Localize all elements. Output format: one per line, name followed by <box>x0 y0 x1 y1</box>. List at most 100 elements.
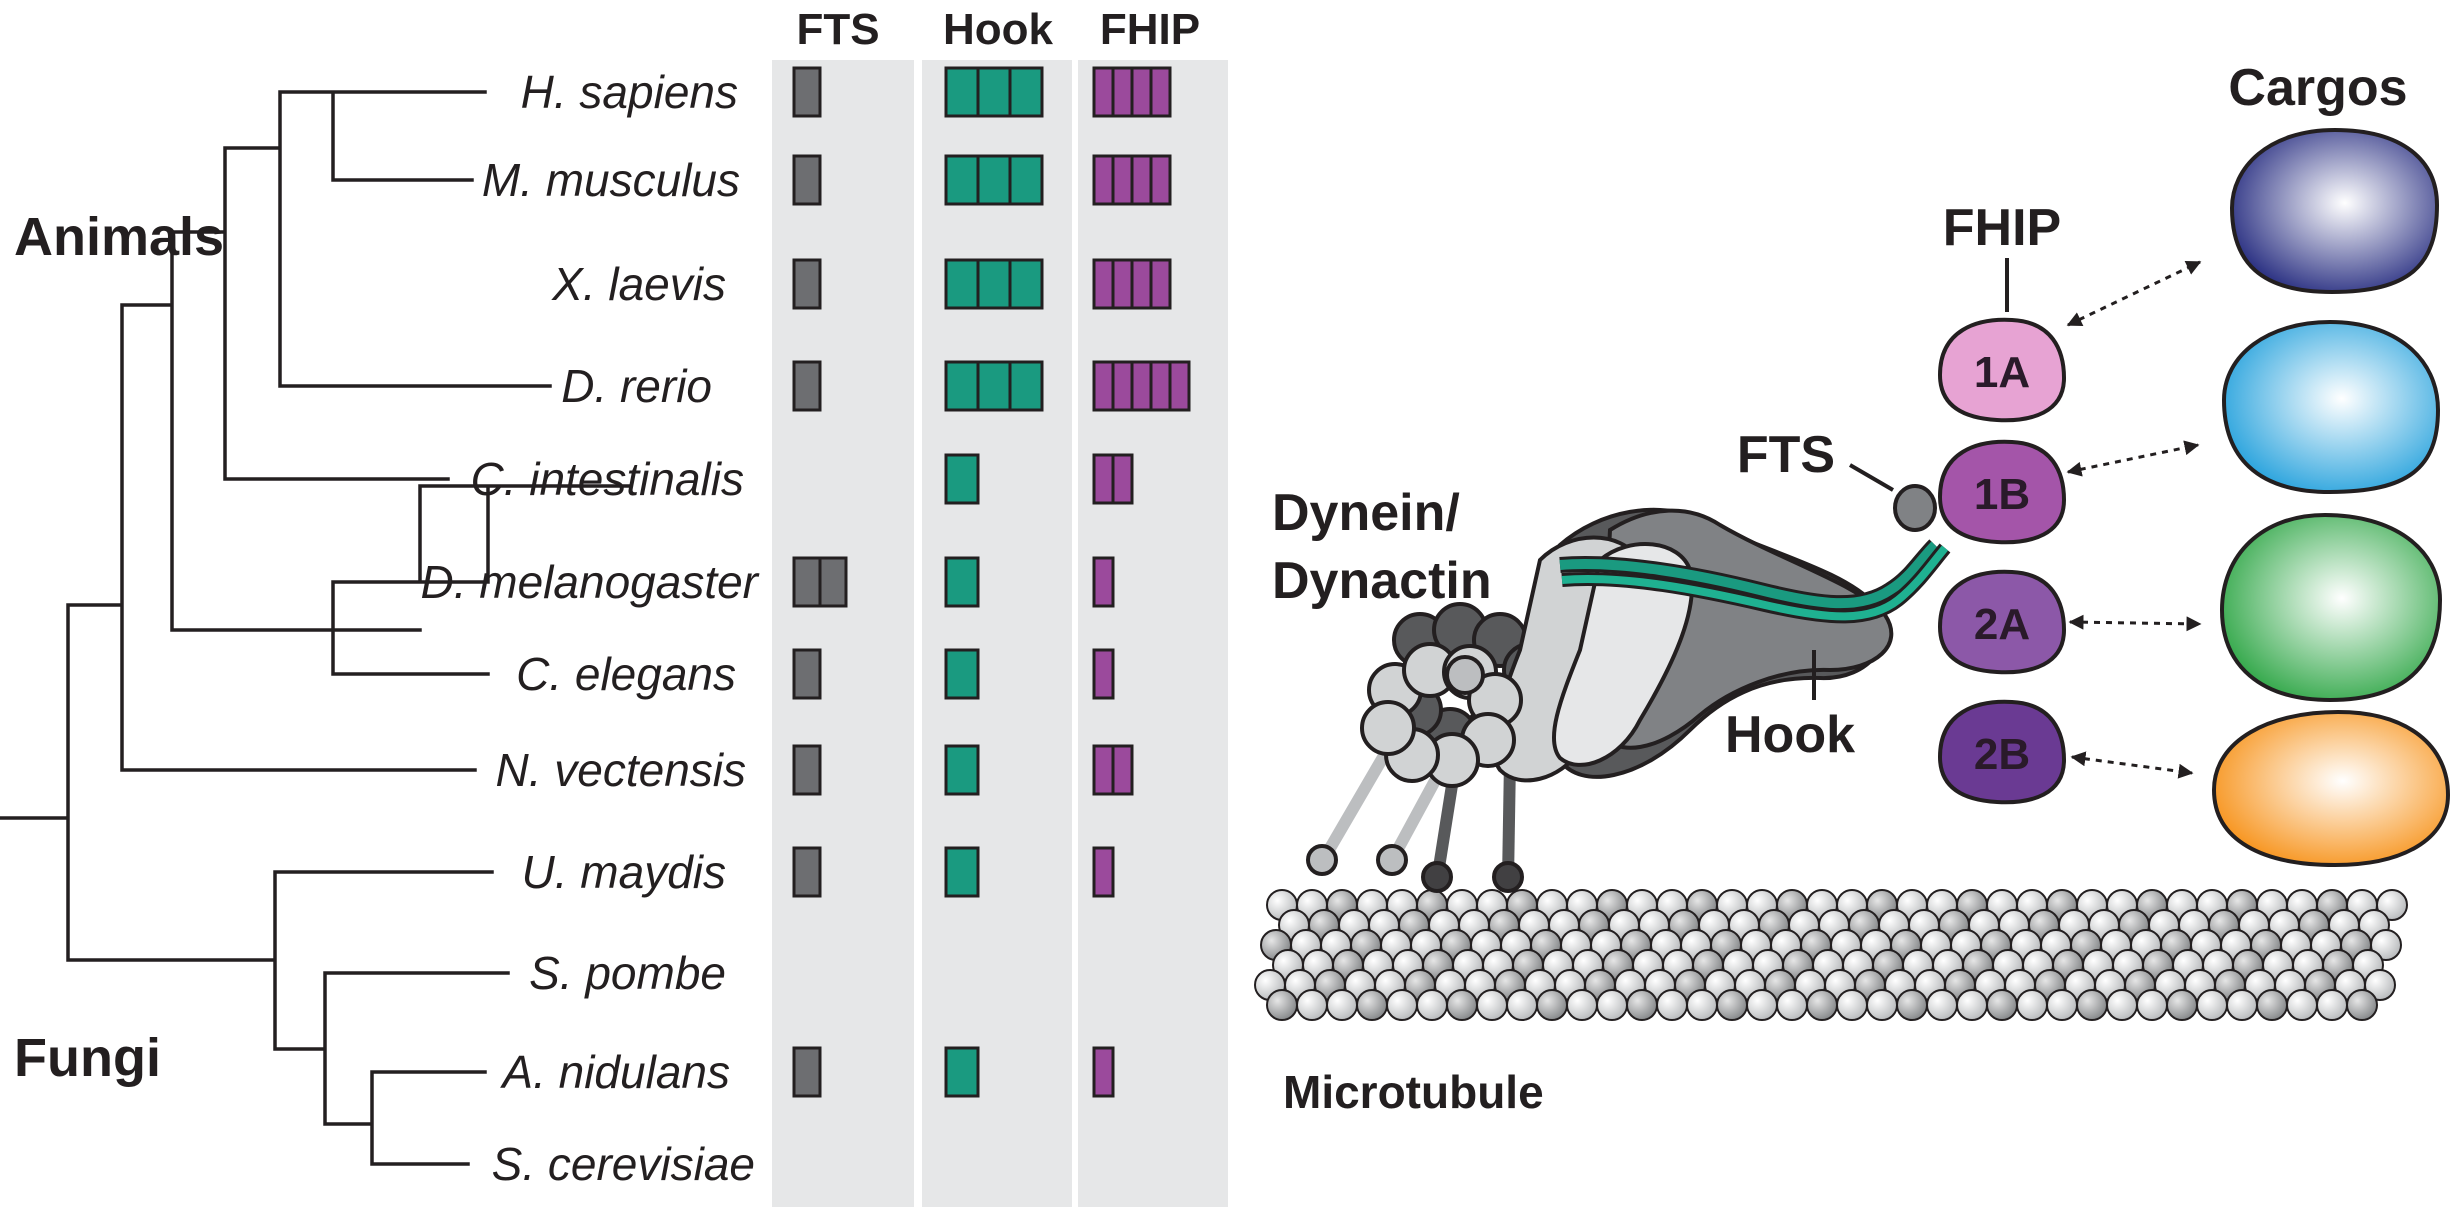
fhip-presence-box <box>1111 154 1134 206</box>
fhip-presence-box <box>1111 66 1134 118</box>
fhip-presence-box <box>1149 258 1172 310</box>
hook-presence-box <box>1008 258 1044 310</box>
hook-presence-box <box>1008 66 1044 118</box>
hook-presence-box <box>944 1046 980 1098</box>
adaptor-1b <box>1937 439 2067 545</box>
fhip-diagram-label: FHIP <box>1943 199 2061 257</box>
hook-diagram-label: Hook <box>1725 706 1855 764</box>
fts-presence-box <box>792 744 822 796</box>
fts-presence-box <box>792 1046 822 1098</box>
phylogenetic-tree <box>0 90 632 1166</box>
species-label: M. musculus <box>482 154 740 206</box>
fts-presence-box <box>792 556 822 608</box>
adaptor-label: 2A <box>1974 600 2030 649</box>
fhip-presence-box <box>1111 744 1134 796</box>
hook-presence-box <box>944 258 980 310</box>
species-label: A. nidulans <box>499 1046 730 1098</box>
species-label: X. laevis <box>551 258 726 310</box>
fhip-presence-box <box>1149 154 1172 206</box>
fhip-presence-box <box>1168 360 1191 412</box>
fts-presence-box <box>792 648 822 700</box>
fhip-presence-box <box>1130 258 1153 310</box>
column-header-hook: Hook <box>943 5 1054 54</box>
column-bg-fhip <box>1078 60 1228 1207</box>
column-bg-fts <box>772 60 914 1207</box>
presence-columns-background <box>772 60 1228 1207</box>
adaptor-2b <box>1937 699 2067 805</box>
fts-diagram-label: FTS <box>1737 426 1835 484</box>
fhip-presence-box <box>1092 744 1115 796</box>
cargo-group <box>2211 127 2451 868</box>
fts-presence-box <box>792 154 822 206</box>
fts-presence-box <box>818 556 848 608</box>
hook-presence-box <box>976 258 1012 310</box>
column-header-fts: FTS <box>796 5 879 54</box>
fhip-presence-box <box>1130 66 1153 118</box>
species-labels: H. sapiens M. musculus X. laevis D. rerioC.… <box>421 66 760 1190</box>
fts-presence-box <box>792 360 822 412</box>
hook-presence-box <box>1008 154 1044 206</box>
species-label: H. sapiens <box>521 66 738 118</box>
fhip-presence-box <box>1092 648 1115 700</box>
microtubule-label: Microtubule <box>1283 1066 1544 1118</box>
presence-boxes <box>792 66 1191 1098</box>
fts-presence-box <box>792 66 822 118</box>
fts-presence-box <box>792 846 822 898</box>
microtubule <box>1254 889 2408 1021</box>
hook-presence-box <box>1008 360 1044 412</box>
fhip-presence-box <box>1130 154 1153 206</box>
species-label: D. rerio <box>561 360 712 412</box>
species-label: U. maydis <box>522 846 726 898</box>
fhip-presence-box <box>1092 453 1115 505</box>
group-label-animals: Animals <box>14 207 224 267</box>
hook-presence-box <box>976 66 1012 118</box>
species-label: C. elegans <box>516 648 736 700</box>
species-label: S. pombe <box>529 947 726 999</box>
fhip-presence-box <box>1092 1046 1115 1098</box>
fhip-presence-box <box>1111 258 1134 310</box>
species-label: D. melanogaster <box>421 556 760 608</box>
species-label: S. cerevisiae <box>492 1138 755 1190</box>
adaptor-2a <box>1937 569 2067 675</box>
fts-presence-box <box>792 258 822 310</box>
species-label: C. intestinalis <box>470 453 744 505</box>
column-bg-hook <box>922 60 1072 1207</box>
hook-presence-box <box>976 154 1012 206</box>
dynein-label-line1: Dynein/ <box>1272 484 1460 542</box>
cargo-3 <box>2219 512 2443 703</box>
species-label: N. vectensis <box>495 744 746 796</box>
hook-presence-box <box>976 360 1012 412</box>
fhip-presence-box <box>1092 258 1115 310</box>
adaptor-label: 1A <box>1974 348 2030 397</box>
fhip-presence-box <box>1149 66 1172 118</box>
hook-presence-box <box>944 556 980 608</box>
hook-presence-box <box>944 154 980 206</box>
hook-presence-box <box>944 648 980 700</box>
fhip-presence-box <box>1111 453 1134 505</box>
column-header-fhip: FHIP <box>1100 5 1200 54</box>
binding-arrows <box>2066 260 2202 779</box>
cargo-1 <box>2229 127 2440 295</box>
fhip-presence-box <box>1130 360 1153 412</box>
fhip-presence-box <box>1092 66 1115 118</box>
fhip-presence-box <box>1111 360 1134 412</box>
cargos-title: Cargos <box>2228 59 2407 117</box>
group-label-fungi: Fungi <box>14 1028 161 1088</box>
hook-presence-box <box>944 744 980 796</box>
fts-protein <box>1893 484 1937 532</box>
hook-presence-box <box>944 66 980 118</box>
hook-coiled-coil <box>1559 539 1951 624</box>
hook-presence-box <box>944 846 980 898</box>
fhip-presence-box <box>1092 556 1115 608</box>
hook-presence-box <box>944 360 980 412</box>
fhip-presence-box <box>1092 846 1115 898</box>
fhip-presence-box <box>1149 360 1172 412</box>
fhip-presence-box <box>1092 360 1115 412</box>
dynein-label-line2: Dynactin <box>1272 552 1492 610</box>
cargo-2 <box>2221 319 2441 495</box>
adaptor-label: 2B <box>1974 730 2030 779</box>
adaptor-1a <box>1937 317 2067 423</box>
hook-presence-box <box>944 453 980 505</box>
